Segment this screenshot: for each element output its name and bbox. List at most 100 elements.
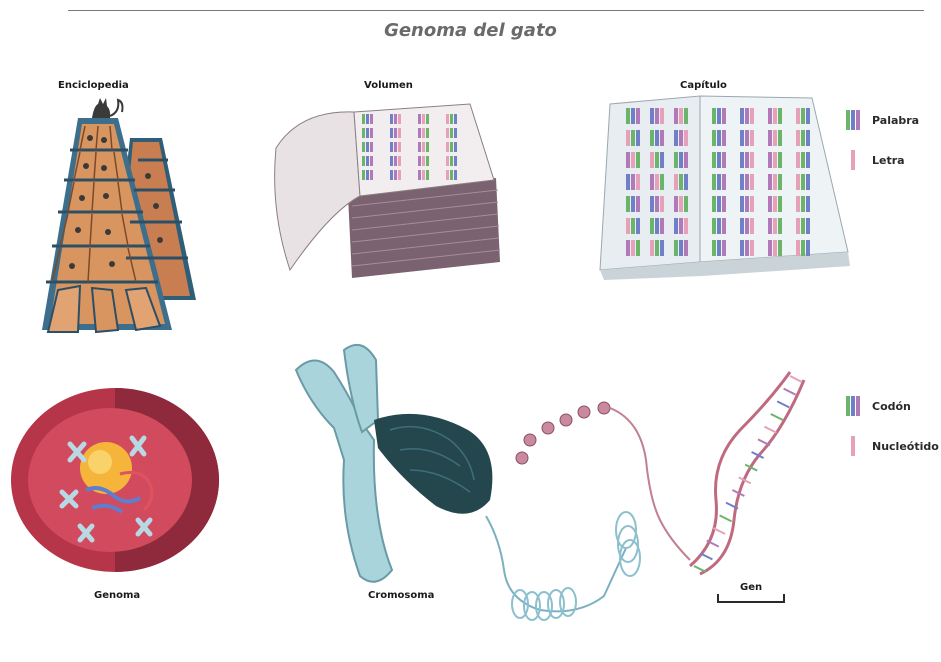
nucleotide-bar: [422, 114, 425, 124]
nucleotide-bar: [679, 130, 683, 146]
nucleotide-bar: [745, 130, 749, 146]
nucleotide-bar: [679, 218, 683, 234]
nucleotide-bar: [398, 156, 401, 166]
nucleotide-bar: [650, 240, 654, 256]
nucleotide-bar: [655, 130, 659, 146]
nucleotide-bar: [750, 240, 754, 256]
nucleotide-bar: [768, 108, 772, 124]
nucleotide-bar: [717, 196, 721, 212]
nucleotide-bar: [674, 130, 678, 146]
legend-letra: Letra: [872, 154, 905, 167]
nucleotide-bar: [796, 174, 800, 190]
nucleotide-bar: [650, 108, 654, 124]
nucleotide-bar: [684, 196, 688, 212]
nucleotide-bar: [362, 128, 365, 138]
nucleotide-bar: [626, 218, 630, 234]
nucleotide-bar: [712, 218, 716, 234]
nucleotide-bar: [750, 130, 754, 146]
nucleotide-bar: [631, 174, 635, 190]
base-pair: [777, 401, 789, 407]
nucleotide-bar: [626, 152, 630, 168]
nucleotide-bar: [422, 142, 425, 152]
nucleotide-bar: [712, 130, 716, 146]
nucleotide-bar: [740, 152, 744, 168]
nucleotide-bar: [801, 240, 805, 256]
nucleotide-bar: [674, 196, 678, 212]
nucleotide-bar: [679, 240, 683, 256]
nucleotide-bar: [631, 152, 635, 168]
nucleotide-bar: [370, 128, 373, 138]
legend-palabra: Palabra: [872, 114, 919, 127]
nucleotide-bar: [796, 130, 800, 146]
nucleotide-bar: [740, 108, 744, 124]
nucleotide-bar: [745, 152, 749, 168]
nucleotide-bar: [636, 108, 640, 124]
label-volumen: Volumen: [364, 80, 413, 91]
nucleotide-bar: [650, 196, 654, 212]
nucleotide-bar: [370, 114, 373, 124]
base-pair: [771, 414, 783, 420]
nucleotide-bar: [684, 130, 688, 146]
nucleotide-bar: [768, 174, 772, 190]
nucleotide-bar: [722, 218, 726, 234]
nucleotide-bar: [722, 108, 726, 124]
nucleotide-bar: [418, 114, 421, 124]
nucleotide-bar: [796, 152, 800, 168]
legend-icons: [846, 110, 860, 456]
genome-cell-illustration: [11, 388, 219, 572]
nucleotide-bar: [660, 130, 664, 146]
gene-bracket: [718, 594, 784, 602]
nucleotide-bar: [626, 174, 630, 190]
nucleotide-bar: [717, 240, 721, 256]
nucleotide-bar: [717, 218, 721, 234]
nucleotide-bar: [773, 174, 777, 190]
nucleotide-bar: [660, 108, 664, 124]
nucleotide-bar: [801, 152, 805, 168]
nucleotide-bar: [655, 196, 659, 212]
nucleotide-bar: [745, 240, 749, 256]
nucleotide-bar: [712, 152, 716, 168]
encyclopedia-illustration: [42, 98, 196, 332]
nucleotide-bar: [370, 156, 373, 166]
nucleotide-bar: [806, 130, 810, 146]
nucleotide-bar: [390, 128, 393, 138]
legend-codon: Codón: [872, 400, 911, 413]
codon-bars-icon: [846, 110, 850, 130]
base-pair: [764, 427, 776, 433]
nucleotide-bar: [778, 130, 782, 146]
nucleotide-bar: [712, 108, 716, 124]
nucleotide-bar: [684, 218, 688, 234]
nucleotide-bar: [636, 240, 640, 256]
nucleotide-bar: [426, 156, 429, 166]
nucleotide-bar: [750, 174, 754, 190]
nucleotide-bar: [454, 142, 457, 152]
nucleotide-bar: [362, 142, 365, 152]
nucleotide-bar: [806, 196, 810, 212]
nucleotide-bar: [650, 174, 654, 190]
nucleotide-bar: [450, 128, 453, 138]
nucleotide-bar: [650, 152, 654, 168]
nucleotide-bar: [366, 114, 369, 124]
nucleotide-bar: [655, 108, 659, 124]
nucleotide-bar: [717, 108, 721, 124]
nucleotide-bar: [740, 218, 744, 234]
nucleotide-bar: [390, 170, 393, 180]
nucleotide-bar: [674, 108, 678, 124]
nucleotide-bar: [773, 152, 777, 168]
base-pair: [694, 566, 706, 572]
nucleotide-bar: [422, 128, 425, 138]
nucleotide-bar: [446, 142, 449, 152]
nucleotide-bar: [745, 196, 749, 212]
nucleotide-bar: [636, 130, 640, 146]
nucleotide-bar: [626, 196, 630, 212]
nucleotide-bar: [426, 114, 429, 124]
nucleotide-bar: [679, 174, 683, 190]
nucleotide-bar: [655, 152, 659, 168]
nucleotide-bar: [394, 142, 397, 152]
base-pair: [700, 553, 712, 559]
nucleotide-bar: [660, 218, 664, 234]
nucleotide-bar: [626, 240, 630, 256]
nucleotide-bar: [679, 152, 683, 168]
nucleotide-bar: [655, 174, 659, 190]
